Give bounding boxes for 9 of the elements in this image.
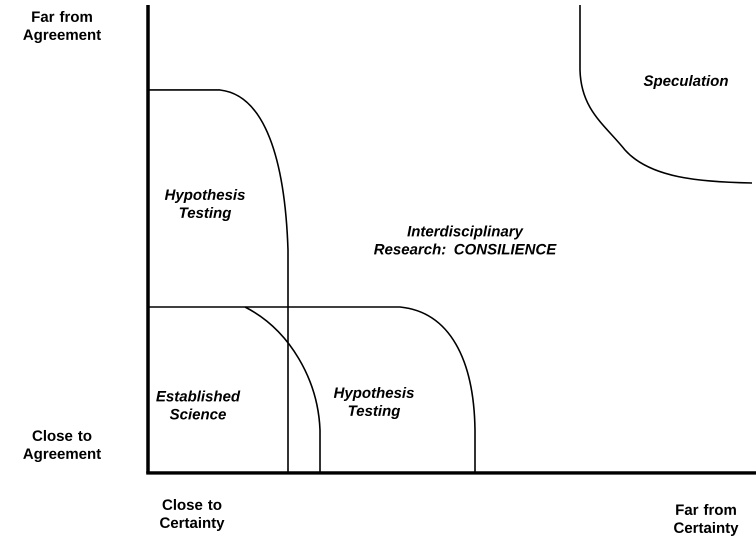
axis-label: Close to Agreement bbox=[23, 430, 101, 462]
region-label: Hypothesis Testing bbox=[334, 387, 414, 419]
region-label: Established Science bbox=[156, 390, 240, 420]
axis-label: Far from Agreement bbox=[23, 10, 101, 44]
axis-label: Close to Certainty bbox=[160, 499, 224, 531]
region-label: Interdisciplinary Research: CONSILIENCE bbox=[374, 225, 557, 254]
axis-label: Far from Certainty bbox=[674, 504, 738, 536]
region-label: Speculation bbox=[644, 75, 728, 89]
region-label: Hypothesis Testing bbox=[164, 189, 245, 221]
